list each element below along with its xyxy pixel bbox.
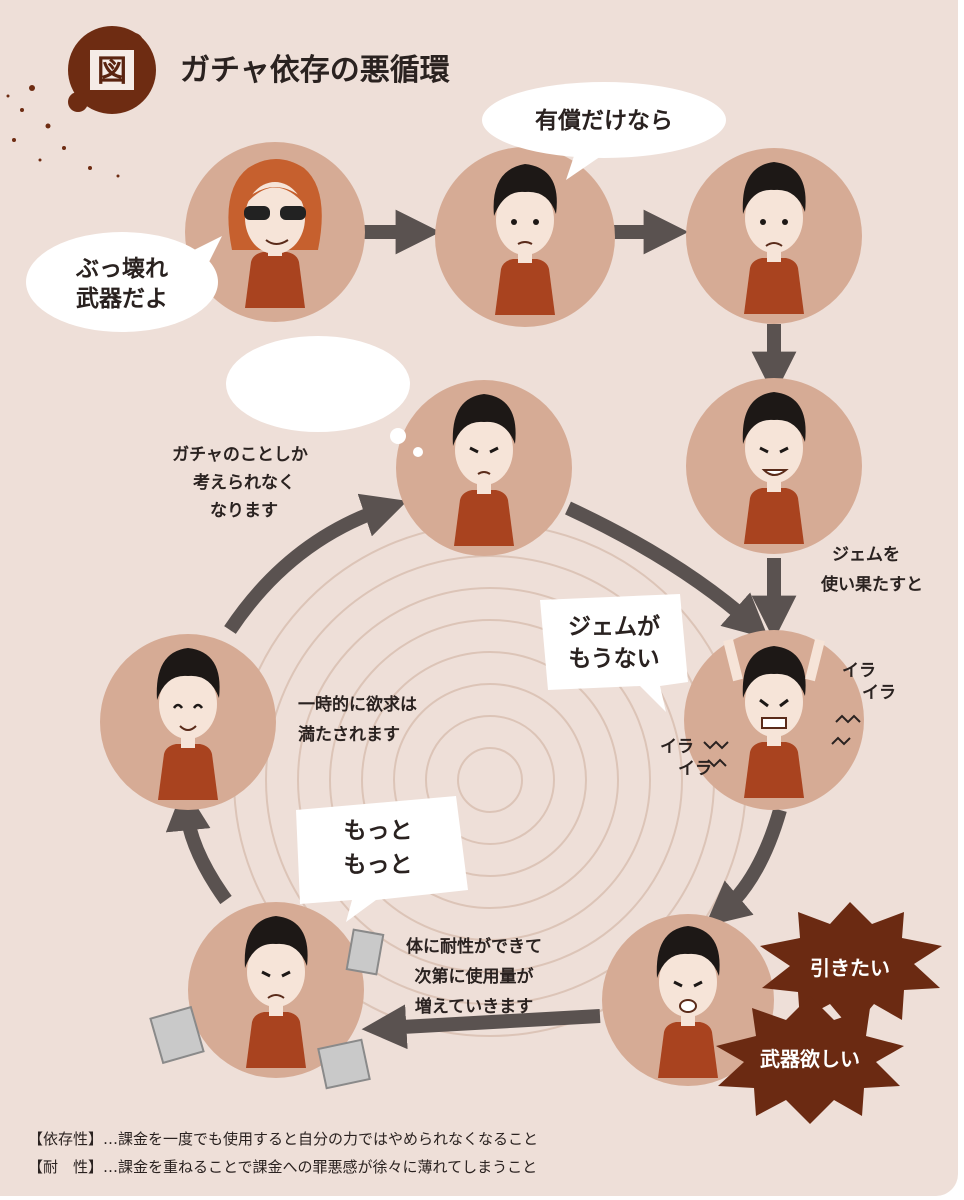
burst-hikitai-text: 引きたい: [810, 956, 890, 980]
char-worried: [686, 148, 862, 324]
speech-bubble-bukkowa: ぶっ壊れ 武器だよ: [26, 232, 222, 332]
caption-line2: 使い果たすと: [820, 574, 923, 595]
speech-bubble-yushou: 有償だけなら: [482, 82, 726, 180]
caption-taisei: 体に耐性ができて 次第に使用量が 増えていきます: [406, 936, 542, 1017]
char-irritated: [684, 630, 864, 810]
ira-left-line1: イラ: [660, 737, 694, 757]
burst-buki-hoshii-text: 武器欲しい: [760, 1047, 860, 1071]
caption-line1: ガチャのことしか: [172, 445, 308, 465]
bubble-text-line2: もっと: [344, 852, 413, 878]
thought-bubble: [226, 336, 423, 457]
bubble-text-line1: ぶっ壊れ: [75, 256, 168, 282]
bubble-text-line1: もっと: [344, 818, 413, 844]
figure-label: 図: [97, 54, 127, 89]
ink-splatter: [6, 85, 120, 178]
burst-buki-hoshii: 武器欲しい: [716, 996, 904, 1124]
burst-hikitai: 引きたい: [760, 902, 942, 1030]
char-hesitant: [435, 147, 615, 327]
char-salesperson: [185, 142, 365, 322]
char-satisfied: [100, 634, 276, 810]
footnotes: 【依存性】…課金を一度でも使用すると自分の力ではやめられなくなること 【耐 性】…: [28, 1130, 538, 1176]
bubble-text-line2: もうない: [568, 646, 659, 672]
caption-line2: 考えられなく: [192, 472, 295, 493]
bubble-text-line1: ジェムが: [568, 613, 660, 640]
caption-line3: 増えていきます: [415, 996, 533, 1017]
char-excited: [686, 378, 862, 554]
char-tolerant: [188, 902, 364, 1078]
footnote-dependence: 【依存性】…課金を一度でも使用すると自分の力ではやめられなくなること: [28, 1130, 538, 1148]
char-obsessed: [396, 380, 572, 556]
caption-line2: 満たされます: [298, 724, 400, 745]
ira-right-line2: イラ: [862, 683, 896, 703]
ira-marks-right: イラ イラ: [831, 661, 896, 746]
caption-line1: ジェムを: [832, 545, 900, 565]
footnote-tolerance: 【耐 性】…課金を重ねることで課金への罪悪感が徐々に薄れてしまうこと: [28, 1158, 537, 1176]
page-title: ガチャ依存の悪循環: [180, 53, 451, 88]
speech-bubble-motto: もっと もっと: [296, 796, 468, 922]
figure-badge: 図: [68, 26, 156, 114]
caption-line3: なります: [210, 501, 278, 521]
caption-ichiji: 一時的に欲求は 満たされます: [298, 694, 417, 745]
ira-left-line2: イラ: [678, 759, 712, 779]
caption-gem-use: ジェムを 使い果たすと: [820, 545, 923, 595]
speech-bubble-gem-nai: ジェムが もうない: [540, 594, 688, 712]
caption-line1: 一時的に欲求は: [298, 694, 417, 715]
gacha-card-icons: [149, 928, 385, 1090]
cycle-arrows: [165, 209, 797, 1050]
caption-line1: 体に耐性ができて: [406, 936, 542, 957]
ira-right-line1: イラ: [842, 661, 876, 681]
bubble-text-line2: 武器だよ: [76, 286, 168, 312]
bubble-text-line1: 有償だけなら: [535, 107, 673, 134]
caption-line2: 次第に使用量が: [415, 966, 534, 987]
ira-marks-left: イラ イラ: [660, 737, 729, 779]
caption-gacha-only: ガチャのことしか 考えられなく なります: [172, 445, 308, 521]
